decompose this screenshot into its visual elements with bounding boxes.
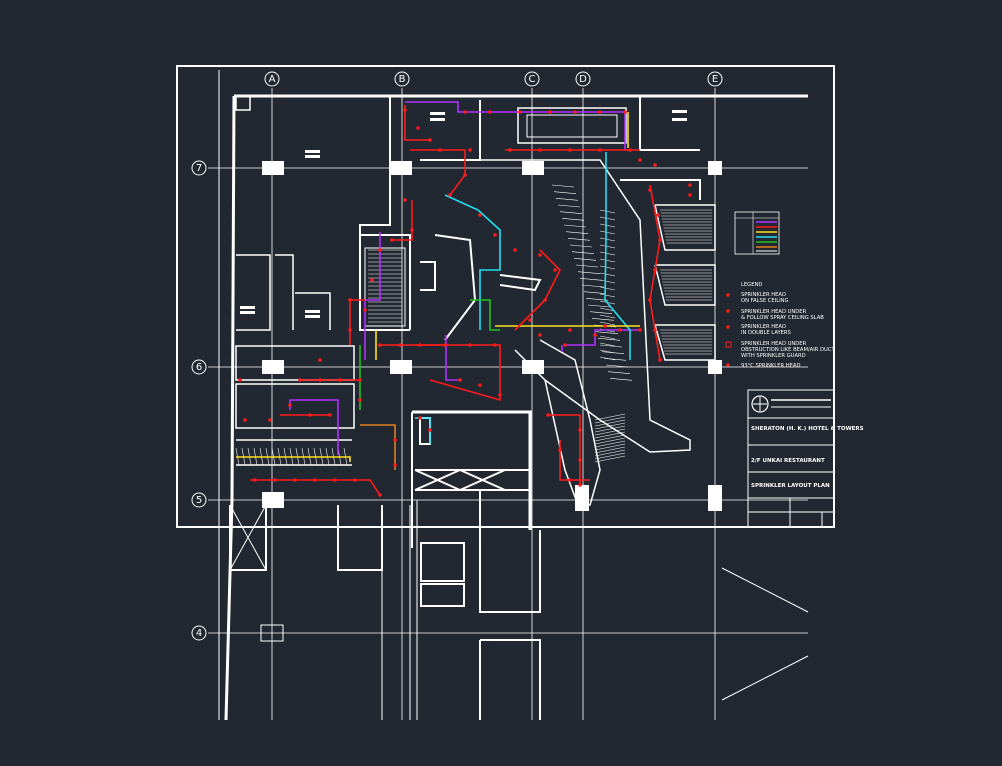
grid-bubbles [191,71,723,641]
legend-symbol-3 [726,325,730,329]
project-name-text: SHERATON (H. K.) HOTEL & TOWERS [751,426,864,432]
legend-item-2-line1: SPRINKLER HEAD UNDER [741,309,807,315]
grid-label-b: B [399,74,406,85]
drawing-title: SPRINKLER LAYOUT PLAN [751,483,830,489]
legend: LEGEND SPRINKLER HEAD ON FALSE CEILING S… [725,282,835,369]
grid-label-c: C [529,74,536,85]
legend-symbol-2 [726,309,730,313]
grid-bubble-a [264,71,280,87]
legend-item-5-line1: 93°C SPRINKLER HEAD [741,363,800,369]
structural-columns [262,161,722,511]
legend-item-1-line2: ON FALSE CEILING [741,298,789,304]
legend-item-3-line2: IN DOUBLE LAYERS [741,330,791,336]
legend-item-4-line3: WITH SPRINKLER GUARD [741,353,806,359]
grid-label-6: 6 [196,362,202,373]
legend-symbol-1 [726,293,730,297]
legend-title: LEGEND [741,282,762,288]
hatched-stairs [235,184,712,466]
grid-label-5: 5 [196,495,202,506]
legend-item-1-line1: SPRINKLER HEAD [741,292,786,298]
grid-label-4: 4 [196,628,202,639]
pipe-size-colour-chart [734,211,780,255]
sheet-border [176,65,835,528]
legend-item-4-line1: SPRINKLER HEAD UNDER [741,341,807,347]
grid-bubble-d [575,71,591,87]
grid-bubble-7 [191,160,207,176]
title-block [747,389,835,528]
legend-item-2-line2: & FOLLOW SPRAY CEILING SLAB [741,315,824,321]
grid-bubble-5 [191,492,207,508]
grid-label-e: E [712,74,718,85]
grid-lines [208,88,808,720]
grid-label-7: 7 [196,163,202,174]
sprinkler-heads [238,108,692,497]
grid-bubble-6 [191,359,207,375]
building-walls [218,70,808,721]
grid-label-a: A [269,74,276,85]
grid-label-d: D [579,74,587,85]
grid-bubble-b [394,71,410,87]
legend-item-4-line2: OBSTRUCTION LIKE BEAM/AIR DUCT [741,347,835,353]
grid-bubble-c [524,71,540,87]
legend-symbol-5 [726,363,730,367]
furniture-blocks [240,110,687,318]
legend-item-3-line1: SPRINKLER HEAD [741,324,786,330]
grid-bubble-4 [191,625,207,641]
legend-symbol-4 [725,341,732,348]
project-name: SHERATON (H. K.) HOTEL & TOWERS [751,426,864,432]
drawing-area: 2/F UNKAI RESTAURANT [751,458,825,464]
grid-bubble-e [707,71,723,87]
company-logo-icon [751,395,769,413]
